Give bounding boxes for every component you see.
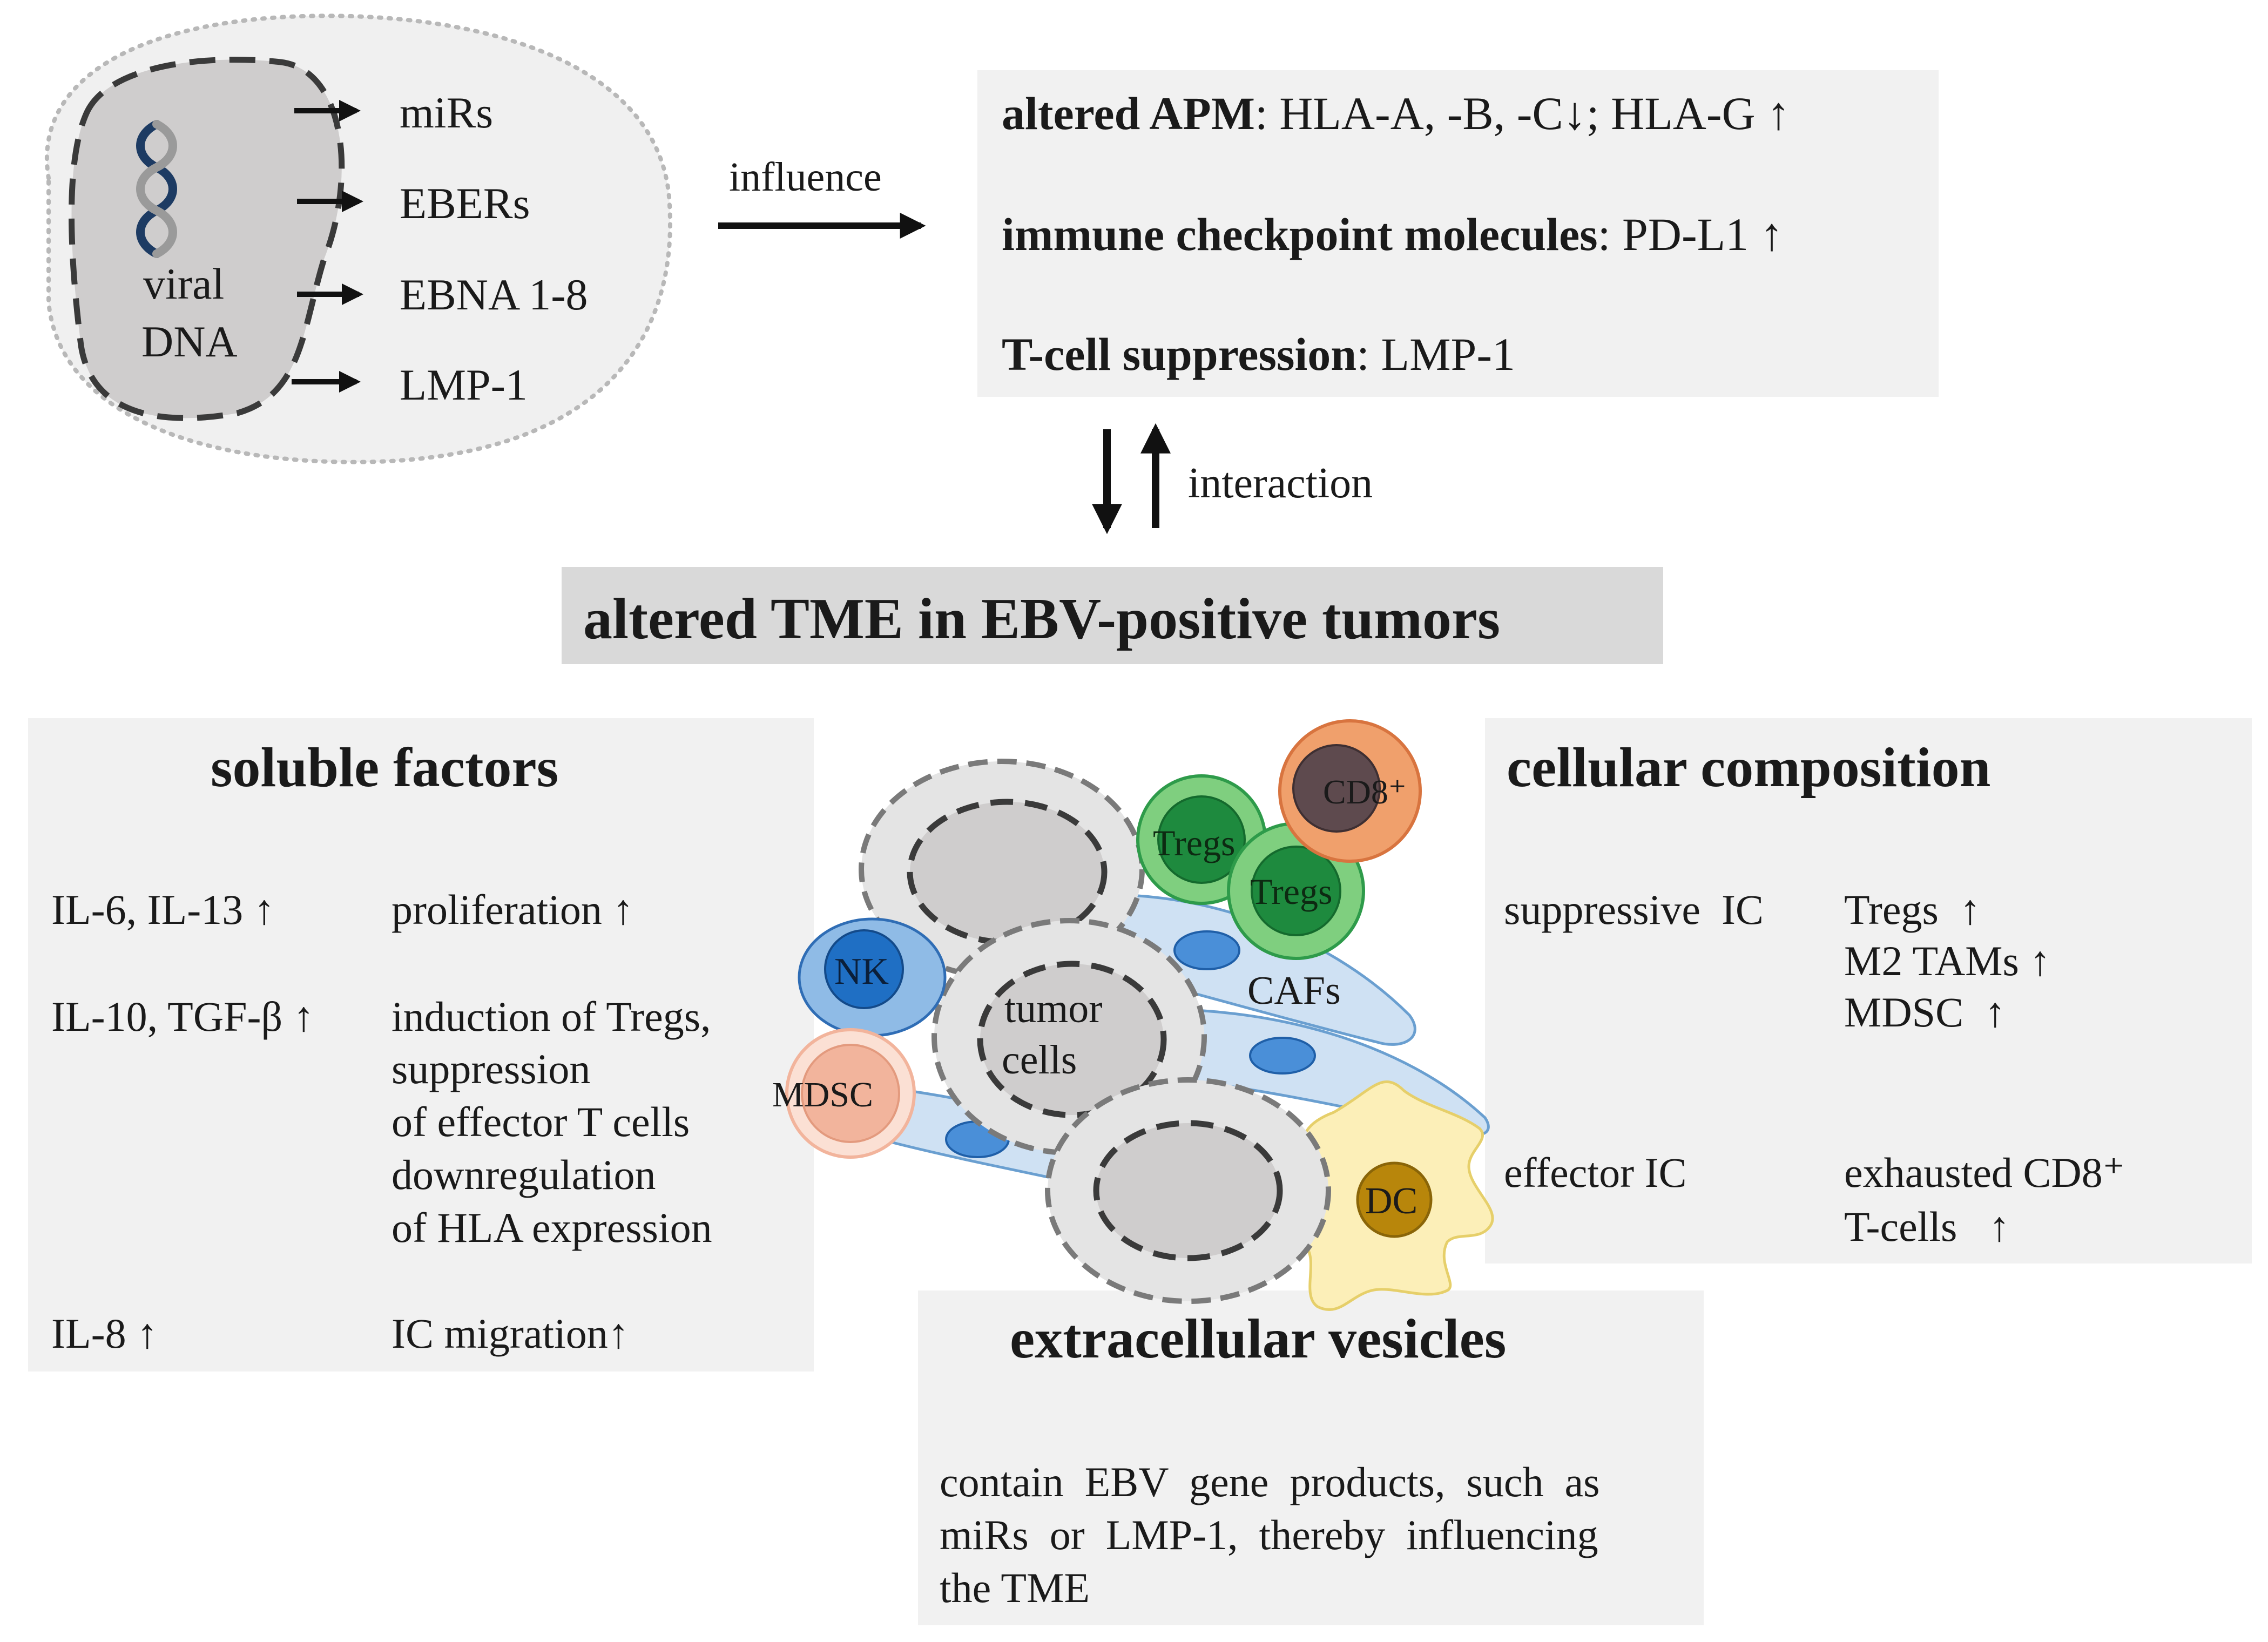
apm-row-1-rest: : HLA-A, -B, -C↓; HLA-G ↑ xyxy=(1254,87,1791,139)
dna-helix-icon xyxy=(136,120,177,258)
tregs-label-2: Tregs xyxy=(1250,871,1333,912)
tumor-cell xyxy=(1045,1077,1331,1304)
dc-label: DC xyxy=(1365,1180,1418,1222)
effector-item-tcells: T-cells ↑ xyxy=(1844,1203,2010,1250)
extracellular-vesicles-box xyxy=(918,1290,1704,1625)
apm-row-3-rest: : LMP-1 xyxy=(1356,328,1516,380)
suppressive-ic-label: suppressive IC xyxy=(1504,886,1764,933)
vesicles-line-2: miRs or LMP-1, thereby influencing xyxy=(940,1511,1598,1558)
soluble-factors-title: soluble factors xyxy=(211,736,559,799)
tme-title: altered TME in EBV-positive tumors xyxy=(583,587,1500,651)
suppressive-item-tregs: Tregs ↑ xyxy=(1844,886,1981,933)
cafs-label: CAFs xyxy=(1247,969,1341,1013)
nk-label: NK xyxy=(834,951,889,992)
viral-dna-label-line2: DNA xyxy=(141,317,238,366)
suppressive-item-mdsc: MDSC ↑ xyxy=(1844,989,2006,1036)
cd8-label: CD8⁺ xyxy=(1323,773,1407,811)
product-lmp1: LMP-1 xyxy=(400,360,528,409)
apm-box xyxy=(977,70,1939,397)
apm-row-3: T-cell suppression: LMP-1 xyxy=(1002,327,1515,381)
soluble-effect-il10-2: suppression xyxy=(392,1045,591,1092)
vesicles-line-3: the TME xyxy=(940,1564,1090,1611)
soluble-effect-il6: proliferation ↑ xyxy=(392,886,634,933)
mdsc-cell-core xyxy=(801,1044,900,1143)
effector-ic-label: effector IC xyxy=(1504,1149,1687,1196)
soluble-effect-il10-1: induction of Tregs, xyxy=(392,993,711,1040)
apm-row-2-bold: immune checkpoint molecules xyxy=(1002,208,1598,260)
soluble-effect-il8: IC migration↑ xyxy=(392,1310,629,1357)
apm-row-2-rest: : PD-L1 ↑ xyxy=(1597,208,1784,260)
soluble-factor-il10: IL-10, TGF-β ↑ xyxy=(51,993,314,1040)
interaction-label: interaction xyxy=(1188,460,1373,507)
influence-label: influence xyxy=(729,154,882,200)
viral-dna-label-line1: viral xyxy=(143,259,225,308)
soluble-factor-il8: IL-8 ↑ xyxy=(51,1310,158,1357)
soluble-effect-il10-4: downregulation xyxy=(392,1151,656,1198)
soluble-effect-il10-5: of HLA expression xyxy=(392,1204,712,1251)
product-mirs: miRs xyxy=(400,88,494,137)
apm-row-2: immune checkpoint molecules: PD-L1 ↑ xyxy=(1002,207,1784,261)
effector-item-exhausted: exhausted CD8⁺ xyxy=(1844,1149,2125,1196)
tregs-label-1: Tregs xyxy=(1153,822,1236,863)
tregs-cell-core xyxy=(1251,846,1341,936)
apm-row-1-bold: altered APM xyxy=(1002,87,1255,139)
apm-row-3-bold: T-cell suppression xyxy=(1002,328,1357,380)
tme-title-box xyxy=(562,567,1663,664)
cellular-composition-box xyxy=(1485,718,2252,1263)
soluble-factors-box xyxy=(28,718,814,1371)
mdsc-label: MDSC xyxy=(772,1075,874,1114)
caf-nucleus xyxy=(1173,930,1240,970)
vesicles-title: extracellular vesicles xyxy=(1010,1308,1507,1370)
soluble-effect-il10-3: of effector T cells xyxy=(392,1098,690,1145)
soluble-factor-il6: IL-6, IL-13 ↑ xyxy=(51,886,275,933)
tregs-cell-core xyxy=(1157,795,1246,884)
vesicles-line-1: contain EBV gene products, such as xyxy=(940,1458,1600,1505)
tumor-label-2: cells xyxy=(1002,1037,1077,1083)
cd8-cell-core xyxy=(1292,744,1381,833)
cellular-composition-title: cellular composition xyxy=(1507,736,1991,799)
caf-nucleus xyxy=(1249,1037,1316,1075)
nk-cell-core xyxy=(824,929,904,1009)
product-ebers: EBERs xyxy=(400,179,530,228)
product-ebna: EBNA 1-8 xyxy=(400,270,588,319)
suppressive-item-m2tams: M2 TAMs ↑ xyxy=(1844,937,2051,984)
apm-row-1: altered APM: HLA-A, -B, -C↓; HLA-G ↑ xyxy=(1002,86,1790,140)
tumor-label-1: tumor xyxy=(1004,986,1103,1031)
dendritic-cell-core xyxy=(1356,1161,1433,1238)
